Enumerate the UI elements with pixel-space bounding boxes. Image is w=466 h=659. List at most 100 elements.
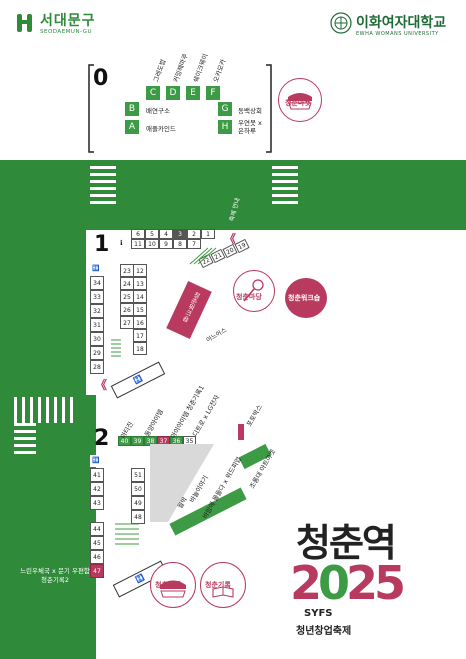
restroom-icon-2: 🚻 <box>134 573 146 585</box>
stall-41[interactable]: 41 <box>90 468 104 482</box>
restroom-icon-zone2: 🚻 <box>90 455 102 467</box>
stall-43[interactable]: 43 <box>90 496 104 510</box>
booth-e-label: 쉐이크웨이 <box>191 52 210 84</box>
year-digit-2a: 2 <box>290 556 322 610</box>
stall-7[interactable]: 7 <box>187 239 201 249</box>
stall-34[interactable]: 34 <box>90 276 104 290</box>
booth-b-label: 배연구소 <box>146 107 170 115</box>
stall-9[interactable]: 9 <box>159 239 173 249</box>
stall-23[interactable]: 23 <box>120 264 134 277</box>
stall-8[interactable]: 8 <box>173 239 187 249</box>
stall-49[interactable]: 49 <box>131 496 145 510</box>
stall-3[interactable]: 3 <box>173 229 187 239</box>
stall-1[interactable]: 1 <box>201 229 215 239</box>
stall-31[interactable]: 31 <box>90 318 104 332</box>
seodaemun-subtitle: SEODAEMUN-GU <box>40 29 93 35</box>
stall-40[interactable]: 40 <box>118 436 131 446</box>
restroom-icon: 🚻 <box>132 374 144 386</box>
arrow-left-icon-1: 《 <box>224 232 237 246</box>
stall-45[interactable]: 45 <box>90 536 104 550</box>
crosswalk-top-left <box>90 166 116 204</box>
stall-2[interactable]: 2 <box>187 229 201 239</box>
stall-16[interactable]: 16 <box>133 316 147 329</box>
zone1-workshop-label: 청춘워크숍 <box>180 290 202 324</box>
zone0-market-label: 청춘마켓 <box>285 99 311 107</box>
booth-g[interactable]: G <box>218 102 232 116</box>
stall-33[interactable]: 33 <box>90 290 104 304</box>
stall-50[interactable]: 50 <box>131 482 145 496</box>
stall-28[interactable]: 28 <box>90 360 104 374</box>
stall-26[interactable]: 26 <box>120 303 134 316</box>
stall-30[interactable]: 30 <box>90 332 104 346</box>
festival-title-art: 청춘역 <box>296 520 397 565</box>
booth-d-label: 커밍헤마쿠 <box>171 52 190 84</box>
year-digit-2b: 2 <box>346 556 378 610</box>
zone2-record-label: 청춘기록 <box>205 581 231 589</box>
stall-14[interactable]: 14 <box>133 290 147 303</box>
stall-51[interactable]: 51 <box>131 468 145 482</box>
stall-17[interactable]: 17 <box>133 329 147 342</box>
booth-c[interactable]: C <box>146 86 160 100</box>
stairs-icon-2 <box>111 339 121 357</box>
stall-13[interactable]: 13 <box>133 277 147 290</box>
stall-5[interactable]: 5 <box>145 229 159 239</box>
seodaemun-emblem-icon <box>17 14 32 32</box>
booth-e[interactable]: E <box>186 86 200 100</box>
year-digit-5: 5 <box>374 556 406 610</box>
zone2-market-badge[interactable] <box>150 562 196 608</box>
crosswalk-left <box>14 397 73 423</box>
market-stall-icon-2 <box>160 580 186 598</box>
info-icon: ℹ <box>120 239 123 247</box>
booth-a[interactable]: A <box>125 120 139 134</box>
zone0-bracket-right <box>264 64 274 158</box>
market-stall-icon <box>288 93 312 110</box>
booth-g-label: 동백상회 <box>238 107 262 115</box>
crosswalk-top-right <box>272 166 298 204</box>
stall-25[interactable]: 25 <box>120 290 134 303</box>
madang-badge[interactable] <box>233 270 275 312</box>
ewha-name: 이화여자대학교 <box>356 15 447 31</box>
zone2-record-badge[interactable] <box>200 562 246 608</box>
ewha-emblem-icon <box>330 12 352 34</box>
festival-name: 청년창업축제 <box>296 626 352 637</box>
workshop-circle-label: 청춘워크숍 <box>288 294 321 302</box>
stall-6[interactable]: 6 <box>131 229 145 239</box>
crosswalk-left-vertical <box>14 423 36 454</box>
stairs-icon <box>189 247 217 265</box>
arrow-left-icon-2: 《 <box>95 378 108 392</box>
workshop-circle-badge[interactable] <box>285 278 327 318</box>
booth-f[interactable]: F <box>206 86 220 100</box>
booth-d[interactable]: D <box>166 86 180 100</box>
stall-32[interactable]: 32 <box>90 304 104 318</box>
stall-27[interactable]: 27 <box>120 316 134 329</box>
stall-24[interactable]: 24 <box>120 277 134 290</box>
stall-47[interactable]: 47 <box>90 564 104 578</box>
festival-abbr: SYFS <box>304 608 333 619</box>
restroom-icon-zone1: 🚻 <box>90 263 102 275</box>
stall-11[interactable]: 11 <box>131 239 145 249</box>
zone-2-number: 2 <box>94 426 110 451</box>
stall-18[interactable]: 18 <box>133 342 147 355</box>
stall-42[interactable]: 42 <box>90 482 104 496</box>
stall-4[interactable]: 4 <box>159 229 173 239</box>
zone2-plaza <box>150 444 214 522</box>
zone0-market-badge[interactable] <box>278 78 322 122</box>
booth-h[interactable]: H <box>218 120 232 134</box>
stall-29[interactable]: 29 <box>90 346 104 360</box>
photobox-block[interactable] <box>238 424 244 440</box>
book-icon <box>212 586 234 598</box>
stall-10[interactable]: 10 <box>145 239 159 249</box>
stall-15[interactable]: 15 <box>133 303 147 316</box>
booth-c-label: 그레도밥 <box>151 58 168 84</box>
madang-label: 청춘마당 <box>236 293 262 301</box>
zone0-bracket-left <box>88 64 94 153</box>
festival-logo: 청춘역 2025 SYFS 청년창업축제 <box>290 512 460 652</box>
road-horizontal <box>0 160 466 230</box>
stall-44[interactable]: 44 <box>90 522 104 536</box>
zone-0-number: 0 <box>93 66 109 91</box>
stall-39[interactable]: 39 <box>131 436 144 446</box>
stall-46[interactable]: 46 <box>90 550 104 564</box>
year-digit-0: 0 <box>318 556 350 610</box>
booth-b[interactable]: B <box>125 102 139 116</box>
stall-12[interactable]: 12 <box>133 264 147 277</box>
